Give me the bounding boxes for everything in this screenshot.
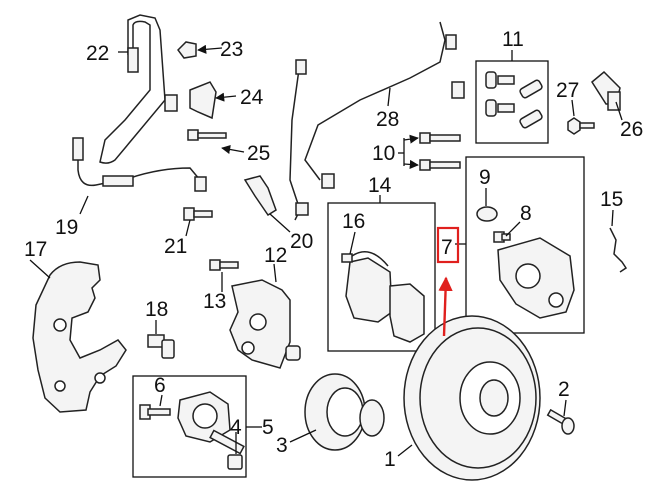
sensor-bracket [243, 175, 277, 217]
caliper-box [465, 156, 585, 334]
wear-sensor-wire [289, 21, 465, 221]
speed-sensor [591, 70, 621, 111]
brake-pads [341, 251, 425, 343]
bracket-bolt [187, 129, 227, 141]
callout-17: 17 [24, 238, 47, 261]
callout-23: 23 [220, 38, 243, 61]
brake-line [99, 14, 178, 164]
rotor-screw [546, 408, 575, 435]
pad-kit-box [327, 202, 436, 352]
leader-lines [29, 44, 623, 457]
splash-shield [32, 261, 127, 413]
wheel-hub [304, 373, 385, 451]
piston-seal [476, 206, 498, 222]
callout-13: 13 [203, 290, 226, 313]
callout-6: 6 [154, 374, 166, 397]
callout-24: 24 [240, 86, 264, 109]
callout-1: 1 [384, 448, 396, 471]
callout-12: 12 [264, 244, 287, 267]
guide-pins [485, 71, 543, 129]
callout-3: 3 [276, 434, 288, 457]
caliper-bolts [419, 132, 461, 171]
callout-16: 16 [342, 210, 365, 233]
callout-15: 15 [600, 188, 623, 211]
callout-27: 27 [556, 79, 579, 102]
brake-rotor [403, 315, 541, 481]
callout-20: 20 [290, 230, 313, 253]
highlight-arrow [438, 276, 453, 337]
hose-bracket [189, 81, 217, 120]
callout-8: 8 [520, 202, 532, 225]
caliper [497, 237, 575, 319]
shield-bolt [183, 207, 213, 221]
callout-19: 19 [55, 216, 78, 239]
callout-10: 10 [372, 142, 395, 165]
callout-22: 22 [86, 42, 109, 65]
knuckle-bolt [209, 259, 239, 271]
callout-25: 25 [247, 142, 270, 165]
callout-11: 11 [502, 28, 524, 51]
callout-26: 26 [620, 118, 643, 141]
hub-bolt [147, 334, 175, 359]
callout-21: 21 [164, 235, 187, 258]
hub-bearing [139, 391, 231, 443]
wire-clip [609, 227, 628, 273]
callout-14: 14 [368, 174, 392, 197]
callout-labels: 22 23 24 25 19 21 20 28 10 11 27 26 14 1… [24, 28, 643, 471]
hose-clip [177, 41, 197, 59]
brake-hose [72, 137, 207, 192]
callout-28: 28 [376, 108, 399, 131]
callout-2: 2 [558, 378, 570, 401]
bleeder [493, 231, 511, 243]
callout-5: 5 [262, 416, 274, 439]
callout-9: 9 [479, 166, 491, 189]
highlight-box [436, 226, 460, 264]
callout-18: 18 [145, 298, 168, 321]
callout-4: 4 [230, 416, 242, 439]
caliper-bracket [229, 279, 301, 369]
callout-7: 7 [441, 236, 453, 259]
sensor-bolt [567, 117, 595, 135]
